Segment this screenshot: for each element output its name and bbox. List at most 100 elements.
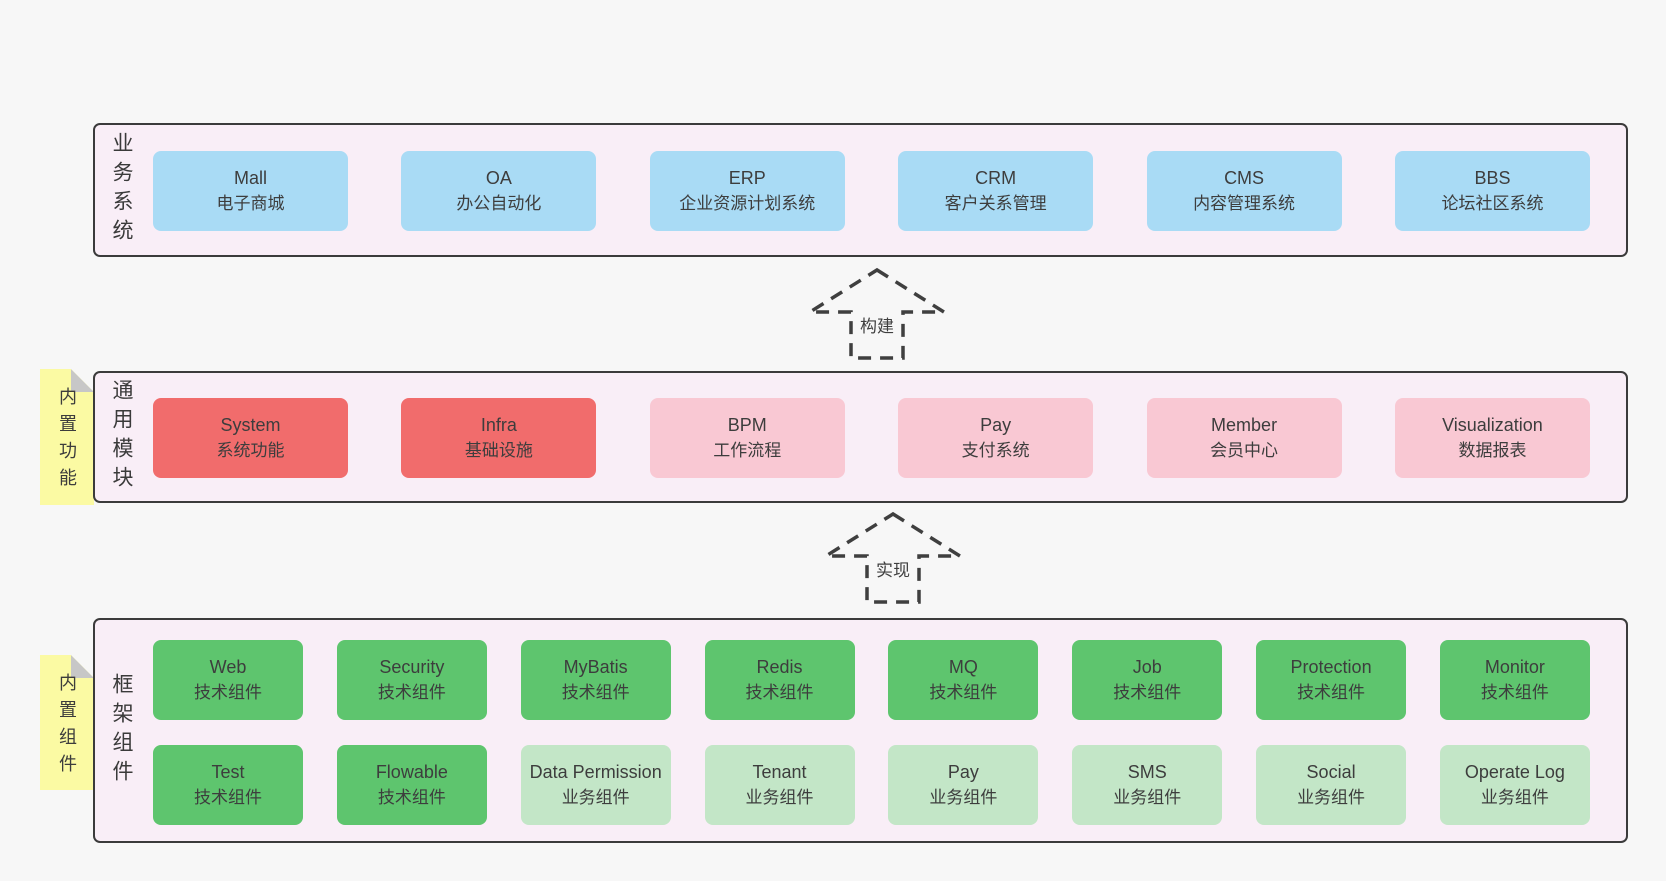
box-title: Pay <box>947 762 979 782</box>
box-visualization: Visualization 数据报表 <box>1394 398 1590 478</box>
section-label-components: 框架组件 <box>110 672 133 789</box>
box-title: MQ <box>948 657 978 677</box>
box-title: Test <box>211 762 245 782</box>
box-pay-component: Pay 业务组件 <box>888 745 1039 825</box>
box-operate-log: Operate Log 业务组件 <box>1439 745 1590 825</box>
box-subtitle: 技术组件 <box>194 788 262 807</box>
box-title: Social <box>1306 762 1356 782</box>
box-protection: Protection 技术组件 <box>1256 640 1407 720</box>
box-title: ERP <box>728 168 766 188</box>
sticky-note-built-in-components: 内置组件 <box>40 655 94 790</box>
box-subtitle: 数据报表 <box>1458 441 1527 460</box>
box-title: Visualization <box>1442 415 1543 435</box>
box-bbs: BBS 论坛社区系统 <box>1394 151 1590 231</box>
box-subtitle: 支付系统 <box>961 441 1030 460</box>
box-cms: CMS 内容管理系统 <box>1146 151 1342 231</box>
box-title: BPM <box>727 415 767 435</box>
box-tenant: Tenant 业务组件 <box>704 745 855 825</box>
box-subtitle: 技术组件 <box>377 683 446 702</box>
box-title: Redis <box>756 657 803 677</box>
box-test: Test 技术组件 <box>153 745 303 825</box>
box-subtitle: 基础设施 <box>464 441 533 460</box>
box-subtitle: 工作流程 <box>713 441 782 460</box>
box-subtitle: 会员中心 <box>1210 441 1279 460</box>
box-flowable: Flowable 技术组件 <box>336 745 487 825</box>
box-subtitle: 技术组件 <box>745 683 814 702</box>
box-subtitle: 技术组件 <box>561 683 630 702</box>
box-title: OA <box>485 168 512 188</box>
box-title: Data Permission <box>529 762 662 782</box>
box-title: Security <box>379 657 445 677</box>
box-subtitle: 论坛社区系统 <box>1441 194 1544 213</box>
box-title: Protection <box>1290 657 1372 677</box>
modules-boxes-row: System 系统功能 Infra 基础设施 BPM 工作流程 Pay 支付系统 Mem… <box>153 398 1590 478</box>
box-title: MyBatis <box>563 657 628 677</box>
box-title: Operate Log <box>1464 762 1565 782</box>
box-subtitle: 技术组件 <box>377 788 446 807</box>
box-title: Member <box>1211 415 1278 435</box>
box-erp: ERP 企业资源计划系统 <box>649 151 845 231</box>
box-subtitle: 业务组件 <box>745 788 814 807</box>
box-subtitle: 业务组件 <box>561 788 630 807</box>
box-subtitle: 业务组件 <box>1480 788 1549 807</box>
box-social: Social 业务组件 <box>1256 745 1407 825</box>
sticky-note-built-in-functions: 内置功能 <box>40 369 94 505</box>
box-mybatis: MyBatis 技术组件 <box>520 640 671 720</box>
box-title: Flowable <box>375 762 448 782</box>
arrow-up-build: 构建 <box>789 266 965 362</box>
box-subtitle: 电子商城 <box>216 194 285 213</box>
box-title: Pay <box>980 415 1012 435</box>
note-text: 内置功能 <box>57 387 77 496</box>
box-subtitle: 系统功能 <box>216 441 285 460</box>
dashed-up-arrow-icon <box>803 267 951 360</box>
box-subtitle: 技术组件 <box>1113 683 1182 702</box>
box-title: Job <box>1132 657 1162 677</box>
box-oa: OA 办公自动化 <box>401 151 597 231</box>
box-title: System <box>220 415 281 435</box>
box-job: Job 技术组件 <box>1072 640 1223 720</box>
box-subtitle: 技术组件 <box>1297 683 1366 702</box>
note-text: 内置组件 <box>57 672 77 781</box>
box-bpm: BPM 工作流程 <box>649 398 845 478</box>
box-infra: Infra 基础设施 <box>401 398 597 478</box>
box-sms: SMS 业务组件 <box>1072 745 1223 825</box>
box-subtitle: 办公自动化 <box>456 194 542 213</box>
box-title: CMS <box>1224 168 1265 188</box>
box-member: Member 会员中心 <box>1146 398 1342 478</box>
box-system: System 系统功能 <box>153 398 348 478</box>
box-pay-module: Pay 支付系统 <box>898 398 1094 478</box>
box-subtitle: 业务组件 <box>929 788 998 807</box>
box-subtitle: 内容管理系统 <box>1193 194 1296 213</box>
box-subtitle: 业务组件 <box>1297 788 1366 807</box>
arrow-up-implement: 实现 <box>805 510 981 606</box>
section-label-modules: 通用模块 <box>110 379 133 495</box>
box-mall: Mall 电子商城 <box>153 151 348 231</box>
box-data-permission: Data Permission 业务组件 <box>520 745 671 825</box>
box-subtitle: 技术组件 <box>1480 683 1549 702</box>
box-monitor: Monitor 技术组件 <box>1439 640 1590 720</box>
section-label-business: 业务系统 <box>110 132 133 248</box>
box-title: Infra <box>480 415 517 435</box>
arrow-build-label: 构建 <box>858 312 896 337</box>
box-subtitle: 业务组件 <box>1113 788 1182 807</box>
box-title: Monitor <box>1484 657 1545 677</box>
box-security: Security 技术组件 <box>336 640 487 720</box>
box-title: CRM <box>975 168 1017 188</box>
box-title: BBS <box>1474 168 1511 188</box>
box-title: SMS <box>1127 762 1167 782</box>
box-redis: Redis 技术组件 <box>704 640 855 720</box>
box-title: Mall <box>233 168 267 188</box>
box-subtitle: 企业资源计划系统 <box>679 194 816 213</box>
box-title: Tenant <box>752 762 807 782</box>
box-subtitle: 技术组件 <box>194 683 262 702</box>
arrow-implement-label: 实现 <box>874 556 912 581</box>
components-row-2: Test 技术组件 Flowable 技术组件 Data Permission 业务组… <box>153 745 1590 825</box>
